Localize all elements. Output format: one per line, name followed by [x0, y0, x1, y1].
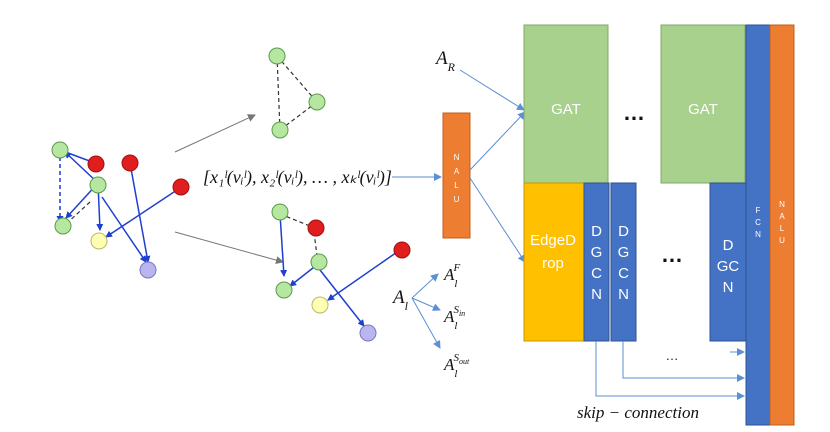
- gat-block-1: [523, 24, 609, 184]
- ellipsis-gat: …: [623, 100, 645, 125]
- input-graph: [51, 141, 190, 279]
- edgedrop-block: [523, 182, 585, 342]
- graph-node-green: [275, 281, 293, 299]
- svg-text:L: L: [780, 224, 785, 233]
- svg-text:G: G: [618, 244, 630, 261]
- graph-node-green: [308, 93, 326, 111]
- edgedrop-label-line1: EdgeD: [530, 232, 576, 249]
- a-l-sin-label: AlSin: [443, 304, 465, 332]
- a-r-label: AR: [434, 48, 456, 74]
- arrow-to-subgraph-top: [174, 114, 256, 153]
- gat-label-1: GAT: [551, 101, 581, 118]
- graph-node-red: [307, 219, 325, 237]
- svg-text:N: N: [723, 279, 734, 296]
- svg-text:D: D: [591, 223, 602, 240]
- svg-text:C: C: [591, 265, 602, 282]
- graph-node-green: [89, 176, 107, 194]
- graph-node-purple: [359, 324, 377, 342]
- subgraph-top: [268, 47, 326, 139]
- fcn-block: [745, 24, 771, 426]
- arrow-nalu-to-gat: [469, 111, 526, 171]
- graph-node-purple: [139, 261, 157, 279]
- dgcn-block-last: [709, 182, 747, 342]
- arrow-ar-to-gat: [459, 69, 525, 111]
- ellipsis-skip: …: [666, 348, 679, 363]
- a-l-f-label: AlF: [443, 262, 460, 290]
- svg-text:L: L: [454, 181, 459, 190]
- svg-text:G: G: [591, 244, 603, 261]
- graph-node-red: [393, 241, 411, 259]
- svg-text:N: N: [618, 286, 629, 303]
- skip-connections: [595, 341, 745, 400]
- graph-node-green: [310, 253, 328, 271]
- svg-text:F: F: [756, 206, 761, 215]
- graph-node-green: [271, 203, 289, 221]
- svg-text:A: A: [779, 212, 785, 221]
- nalu-block-left: [442, 112, 471, 239]
- graph-node-green: [51, 141, 69, 159]
- a-l-label: Al: [391, 287, 409, 313]
- a-l-sout-label: AlSout: [443, 352, 470, 380]
- graph-node-green: [54, 217, 72, 235]
- nalu-block-right: [769, 24, 795, 426]
- dgcn-block-1: [583, 182, 610, 342]
- graph-node-red: [121, 154, 139, 172]
- gat-label-2: GAT: [688, 101, 718, 118]
- svg-text:U: U: [454, 195, 460, 204]
- svg-text:D: D: [723, 237, 734, 254]
- svg-text:A: A: [454, 167, 460, 176]
- svg-text:GC: GC: [717, 258, 740, 275]
- graph-node-green: [268, 47, 286, 65]
- svg-text:N: N: [779, 200, 785, 209]
- svg-text:N: N: [454, 153, 460, 162]
- arrow-nalu-to-edgedrop: [469, 177, 526, 263]
- skip-connection-label: skip − connection: [577, 403, 699, 422]
- graph-node-green: [271, 121, 289, 139]
- arrow-to-subgraph-bottom: [174, 231, 284, 264]
- graph-node-red: [87, 155, 105, 173]
- feature-vector-label: [x₁ˡ(vᵢˡ), x₂ˡ(vᵢˡ), … , xₖˡ(vᵢˡ)]: [203, 167, 392, 188]
- svg-text:C: C: [618, 265, 629, 282]
- svg-text:N: N: [591, 286, 602, 303]
- ellipsis-dgcn: …: [661, 242, 683, 267]
- subgraph-bottom: [271, 203, 411, 342]
- graph-node-yellow: [90, 232, 108, 250]
- graph-node-yellow: [311, 296, 329, 314]
- edgedrop-label-line2: rop: [542, 255, 564, 272]
- dgcn-block-2: [610, 182, 637, 342]
- svg-text:N: N: [755, 230, 761, 239]
- svg-text:C: C: [755, 218, 761, 227]
- graph-node-red: [172, 178, 190, 196]
- nalu-left-letters: N A L U: [454, 153, 460, 204]
- svg-text:D: D: [618, 223, 629, 240]
- gat-block-2: [660, 24, 746, 184]
- svg-text:U: U: [779, 236, 785, 245]
